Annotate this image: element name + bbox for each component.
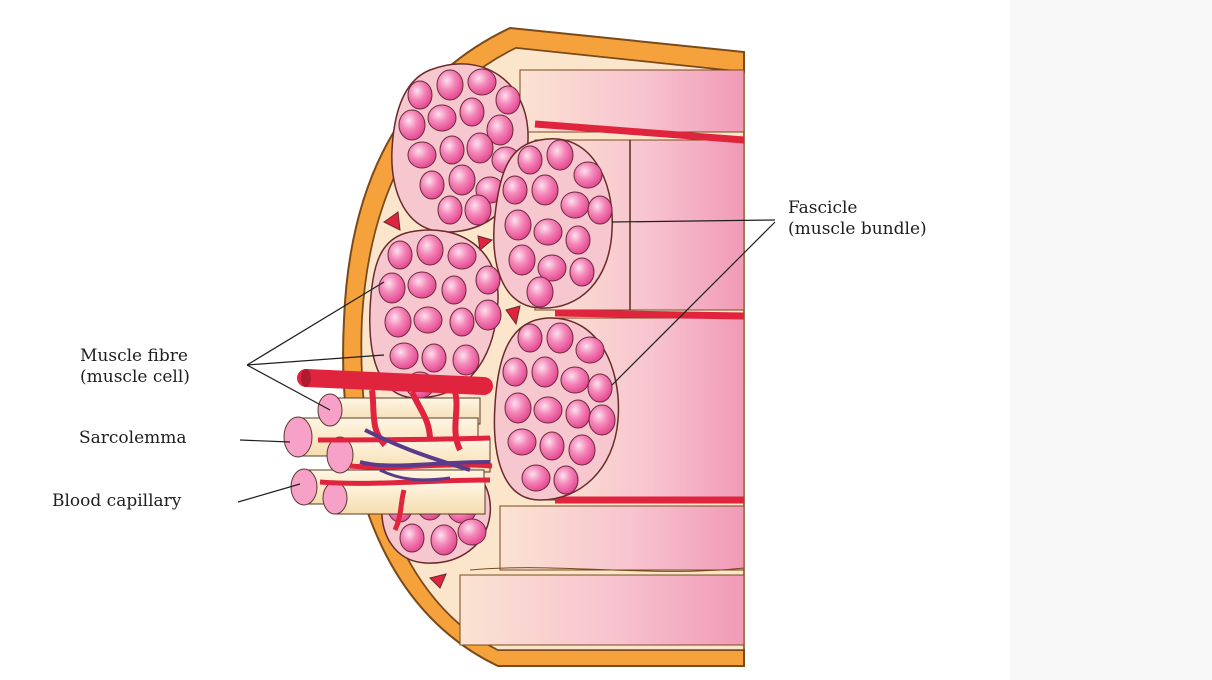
muscle-fibre-cross-section — [570, 258, 594, 286]
muscle-fibre-cross-section — [431, 525, 457, 555]
muscle-fibre-cross-section — [460, 98, 484, 126]
muscle-fibre-cross-section — [449, 165, 475, 195]
muscle-fibre-cross-section — [576, 337, 604, 363]
muscle-fibre-cross-section — [569, 435, 595, 465]
muscle-fibre-cross-section — [420, 171, 444, 199]
muscle-fibre-cross-section — [503, 358, 527, 386]
muscle-fibre-cross-section — [532, 175, 558, 205]
fascicle-label-line2: (muscle bundle) — [788, 219, 927, 240]
muscle-fibre-label: Muscle fibre (muscle cell) — [80, 346, 190, 388]
muscle-fibre-cross-section — [379, 273, 405, 303]
muscle-fibre-cross-section — [566, 400, 590, 428]
muscle-fibre-cross-section — [468, 69, 496, 95]
fascicle-label-line1: Fascicle — [788, 198, 927, 219]
muscle-fibre-cross-section — [440, 136, 464, 164]
muscle-fibre-cross-section — [475, 300, 501, 330]
muscle-fibre-cross-section — [518, 324, 542, 352]
muscle-fibre-cross-section — [385, 307, 411, 337]
muscle-fibre-cross-section — [534, 397, 562, 423]
sarcolemma-label: Sarcolemma — [79, 428, 187, 449]
muscle-fibre-cross-section — [408, 81, 432, 109]
muscle-fibre-cross-section — [408, 272, 436, 298]
muscle-fibre-cross-section — [561, 192, 589, 218]
muscle-fibre-cross-section — [518, 146, 542, 174]
muscle-fibre-cross-section — [414, 307, 442, 333]
muscle-fibre-cross-section — [547, 323, 573, 353]
muscle-fibre-cross-section — [509, 245, 535, 275]
muscle-fibre-cross-section — [574, 162, 602, 188]
muscle-fibre-cross-section — [408, 142, 436, 168]
fascicle-middle-right — [494, 139, 612, 308]
muscle-fibre-cross-section — [417, 235, 443, 265]
muscle-fibre-cross-section — [505, 393, 531, 423]
muscle-fibre-cross-section — [534, 219, 562, 245]
muscle-fibre-cross-section — [400, 524, 424, 552]
muscle-fibre-cross-section — [453, 345, 479, 375]
muscle-fibre-cross-section — [476, 266, 500, 294]
muscle-fibre-cross-section — [547, 140, 573, 170]
muscle-fibre-cross-section — [438, 196, 462, 224]
muscle-fibre-cross-section — [442, 276, 466, 304]
muscle-fibre-cross-section — [522, 465, 550, 491]
fascicle-label: Fascicle (muscle bundle) — [788, 198, 927, 240]
muscle-fibre-cross-section — [527, 277, 553, 307]
muscle-fibre-cross-section — [437, 70, 463, 100]
blood-capillary-label: Blood capillary — [52, 491, 181, 512]
muscle-fibre-cross-section — [428, 105, 456, 131]
muscle-fibre-cross-section — [561, 367, 589, 393]
muscle-fibre-cross-section — [450, 308, 474, 336]
muscle-fibre-label-line1: Muscle fibre — [80, 346, 190, 367]
muscle-fibre-cross-section — [588, 374, 612, 402]
muscle-fibre-cross-section — [540, 432, 564, 460]
muscle-fibre-cross-section — [503, 176, 527, 204]
muscle-fibre-cross-section — [554, 466, 578, 494]
muscle-fibre-cross-section — [390, 343, 418, 369]
muscle-fibre-cross-section — [588, 196, 612, 224]
muscle-fibre-cross-section — [532, 357, 558, 387]
muscle-fibre-cross-section — [465, 195, 491, 225]
muscle-fibre-cross-section — [566, 226, 590, 254]
muscle-fibre-cross-section — [589, 405, 615, 435]
muscle-fibre-cross-section — [399, 110, 425, 140]
muscle-fibre-cross-section — [422, 344, 446, 372]
muscle-fibre-cross-section — [388, 241, 412, 269]
muscle-fibre-label-line2: (muscle cell) — [80, 367, 190, 388]
muscle-fibre-cross-section — [448, 243, 476, 269]
muscle-fibre-cross-section — [508, 429, 536, 455]
muscle-fibre-cross-section — [458, 519, 486, 545]
muscle-fibre-cross-section — [496, 86, 520, 114]
muscle-fibre-cross-section — [467, 133, 493, 163]
muscle-fibre-cross-section — [505, 210, 531, 240]
